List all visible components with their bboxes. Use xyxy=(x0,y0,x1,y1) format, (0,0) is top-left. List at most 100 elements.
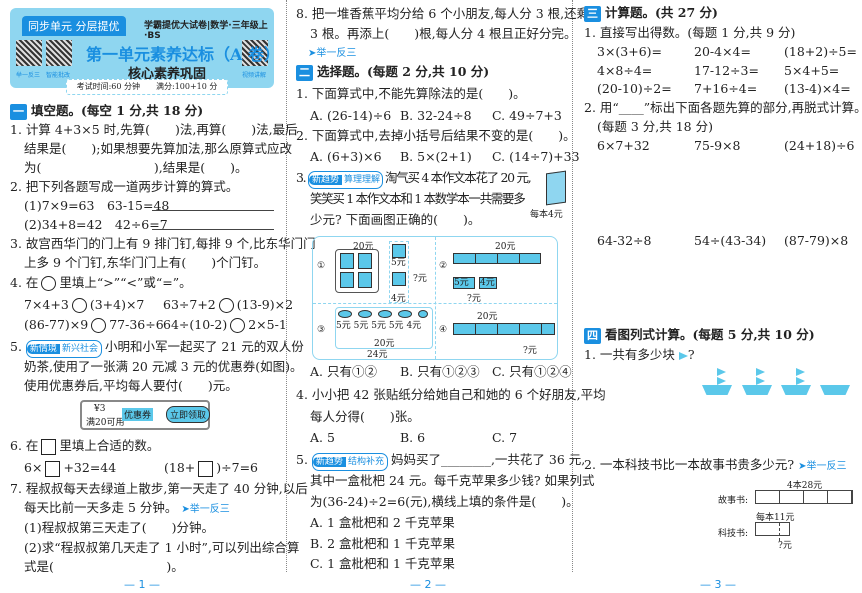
expr: 77-36÷6 xyxy=(109,317,164,332)
question-line: 其中一盒枇杷 24 元。每千克苹果多少钱? 如果列式 xyxy=(310,473,595,488)
diagram-label: ④ xyxy=(439,325,448,335)
qr-label: 视频讲解 xyxy=(242,72,267,79)
option[interactable]: C. 1 盒枇杷和 1 千克苹果 xyxy=(310,556,455,571)
question-line: 3 根。再添上( )根,每人分 4 根且正好分完。 xyxy=(310,26,577,41)
question-line: (1)7×9=63 63-15=48 xyxy=(24,198,170,213)
option[interactable]: C. 49÷7+3 xyxy=(492,108,562,123)
text: 妈妈买了________,一共花了 36 元, xyxy=(390,452,586,467)
option[interactable]: B. 5×(2+1) xyxy=(400,149,472,164)
book-price: 每本4元 xyxy=(530,210,563,220)
calc-item: 4×8÷4= xyxy=(597,63,653,78)
calc-item: 5×4+5= xyxy=(784,63,840,78)
flag-icon xyxy=(717,368,726,376)
calc-item: (87-79)×8 xyxy=(784,233,849,248)
page-number: — 2 — xyxy=(410,578,446,591)
question-line: 3. 新趋势算理理解淘气买 4 本作文本花了 20 元, xyxy=(296,170,532,189)
notebook-icon xyxy=(546,170,566,206)
option[interactable]: C. (14÷7)+33 xyxy=(492,149,580,164)
question-line: 7. 程叔叔每天去绿道上散步,第一天走了 40 分钟,以后 xyxy=(10,481,308,496)
section-title: 四看图列式计算。(每题 5 分,共 10 分) xyxy=(584,327,815,344)
question-note: (每题 3 分,共 18 分) xyxy=(597,119,713,134)
circle-blank[interactable] xyxy=(218,298,234,313)
diagram-label: ① xyxy=(317,261,326,271)
calc-item: 20-4×4= xyxy=(694,44,751,59)
tag-text: 新兴社会 xyxy=(61,344,98,354)
question-line: 1. 下面算式中,不能先算除法的是( )。 xyxy=(296,86,526,101)
flag-icon xyxy=(796,368,805,376)
boat-icon xyxy=(742,385,772,395)
calc-item: 75-9×8 xyxy=(694,138,741,153)
diagram-label: 4元 xyxy=(391,294,406,304)
section-text: 看图列式计算。(每题 5 分,共 10 分) xyxy=(605,327,815,342)
circle-blank[interactable] xyxy=(91,318,107,333)
circle-blank[interactable] xyxy=(41,276,57,291)
series-label: 学霸提优大试卷|数学·三年级上·BS xyxy=(144,21,268,41)
expr: 63÷7+2 xyxy=(163,297,216,312)
option[interactable]: B. 32-24÷8 xyxy=(400,108,472,123)
option[interactable]: A. (6+3)×6 xyxy=(310,149,382,164)
calc-item: 54÷(43-34) xyxy=(694,233,767,248)
practice-link[interactable]: ➤举一反三 xyxy=(308,48,357,59)
tech-label: 科技书: xyxy=(718,529,749,539)
circle-blank[interactable] xyxy=(71,298,87,313)
flag-icon xyxy=(756,377,765,385)
box-blank[interactable] xyxy=(198,460,214,477)
option[interactable]: A. 只有①② xyxy=(310,364,377,379)
text: 6× xyxy=(24,460,43,475)
flag-icon xyxy=(796,377,805,385)
option[interactable]: A. 1 盒枇杷和 2 千克苹果 xyxy=(310,515,455,530)
option[interactable]: B. 2 盒枇杷和 1 千克苹果 xyxy=(310,536,455,551)
practice-link[interactable]: ➤举一反三 xyxy=(181,504,230,515)
section-text: 填空题。(每空 1 分,共 18 分) xyxy=(31,103,204,118)
calc-item: (13-4)×4= xyxy=(784,81,851,96)
story-bar xyxy=(755,490,853,504)
question-line: 2. 一本科技书比一本故事书贵多少元? ➤举一反三 xyxy=(584,457,846,475)
question-line: (2)34+8=42 42÷6=7 xyxy=(24,217,168,232)
box-blank[interactable] xyxy=(41,438,57,455)
tag-text: 结构补充 xyxy=(347,457,384,467)
flag-icon xyxy=(756,368,765,376)
selected-books xyxy=(389,241,409,303)
section-number: 四 xyxy=(584,328,601,344)
qr-code-icon[interactable] xyxy=(16,40,42,66)
option[interactable]: A. 5 xyxy=(310,430,335,445)
diagram-label: 4元 xyxy=(406,321,422,331)
option[interactable]: C. 7 xyxy=(492,430,518,445)
circle-blank[interactable] xyxy=(230,318,246,333)
bar-5: 5元 xyxy=(453,277,475,289)
answer-line[interactable] xyxy=(152,229,274,230)
option[interactable]: A. (26-14)÷6 xyxy=(310,108,392,123)
section-title: 三计算题。(共 27 分) xyxy=(584,5,718,22)
question-line: 2. 下面算式中,去掉小括号后结果不变的是( )。 xyxy=(296,128,576,143)
compare-item: 7×4+3(3+4)×7 xyxy=(24,297,144,313)
answer-line[interactable] xyxy=(152,210,274,211)
diagram-label: ?元 xyxy=(523,346,537,356)
text: 2. 一本科技书比一本故事书贵多少元? xyxy=(584,457,795,472)
bar-4: 4元 xyxy=(479,277,497,289)
diagram-label: 20元 xyxy=(477,312,498,322)
tech-bar xyxy=(755,522,790,541)
diagram-label: ② xyxy=(439,261,448,271)
question-line: 每天比前一天多走 5 分钟。 ➤举一反三 xyxy=(24,500,230,518)
option[interactable]: B. 6 xyxy=(400,430,426,445)
qr-code-icon[interactable] xyxy=(46,40,72,66)
practice-link[interactable]: ➤举一反三 xyxy=(798,461,847,472)
diagram-label: 5元 xyxy=(388,321,404,331)
question-line: (2)求“程叔叔第几天走了 1 小时”,可以列出综合算 xyxy=(24,540,300,555)
box-blank[interactable] xyxy=(45,460,61,477)
question-line: 每人分得( )张。 xyxy=(310,409,420,424)
qr-code-icon[interactable] xyxy=(242,40,268,66)
page-title: 第一单元素养达标（A 卷） xyxy=(86,45,280,64)
option[interactable]: C. 只有①②④ xyxy=(492,364,572,379)
expr: 7×4+3 xyxy=(24,297,69,312)
question-line: 5. 新情境新兴社会小明和小军一起买了 21 元的双人份 xyxy=(10,339,304,358)
question-line: 使用优惠券后,平均每人要付( )元。 xyxy=(24,378,238,393)
difference-label: ?元 xyxy=(778,541,792,551)
qr-label: 智能批改 xyxy=(46,72,71,79)
page-number: — 1 — xyxy=(124,578,160,591)
calc-item: 6×7+32 xyxy=(597,138,650,153)
diagram-label: 5元 xyxy=(391,258,406,268)
option[interactable]: B. 只有①②③ xyxy=(400,364,480,379)
question-line: 4. 小小把 42 张贴纸分给她自己和她的 6 个好朋友,平均 xyxy=(296,387,606,402)
